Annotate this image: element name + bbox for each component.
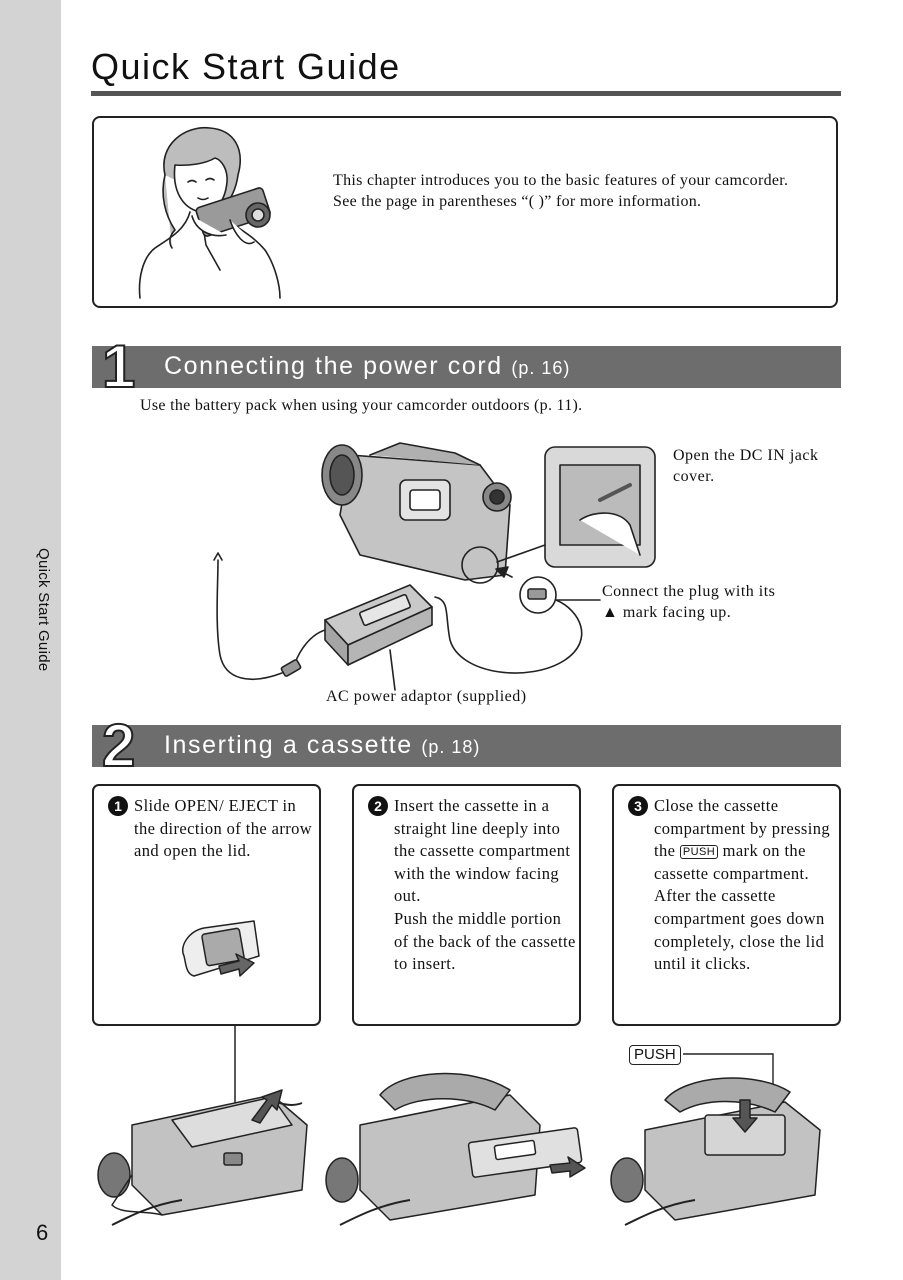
step-3-badge: 3 [628, 796, 648, 816]
step-3-text-before: Close the cassette compartment by pressi… [654, 796, 830, 861]
callout-adaptor: AC power adaptor (supplied) [326, 688, 527, 705]
step-1-badge: 1 [108, 796, 128, 816]
intro-text: This chapter introduces you to the basic… [333, 172, 789, 210]
page-number: 6 [36, 1220, 49, 1245]
camcorder-power-illustration [213, 442, 656, 691]
step-2-text: Insert the cassette in a straight line d… [394, 796, 576, 974]
open-eject-slider-illustration [182, 920, 260, 977]
step-2-box: 2 Insert the cassette in a straight line… [352, 784, 581, 1026]
camcorder-close-compartment-illustration [610, 1077, 821, 1226]
step-3-text-after: mark on the cassette compartment. After … [654, 841, 825, 974]
section-2-header: 2 Inserting a cassette (p. 18) [92, 711, 841, 780]
camcorder-open-lid-illustration [97, 1025, 308, 1226]
step-3-text: Close the cassette compartment by pressi… [654, 795, 839, 976]
section-1-title-text: Connecting the power cord [164, 352, 503, 380]
camcorder-insert-cassette-illustration [325, 1072, 586, 1226]
side-label-text: Quick Start Guide [35, 548, 52, 672]
step-1-box: 1 Slide OPEN/ EJECT in the direction of … [92, 784, 321, 1026]
woman-filming-illustration [138, 126, 281, 299]
page-title: Quick Start Guide [91, 46, 401, 87]
callout-plug: Connect the plug with its ▲ mark facing … [602, 583, 776, 621]
section-1-header: 1 Connecting the power cord (p. 16) [92, 332, 841, 401]
side-strip [0, 0, 61, 1280]
intro-box [92, 116, 838, 308]
callout-dc-in: Open the DC IN jack cover. [673, 447, 819, 485]
section-1-note: Use the battery pack when using your cam… [140, 397, 583, 414]
step-1-text: Slide OPEN/ EJECT in the direction of th… [134, 796, 313, 861]
push-mark-label: PUSH [679, 845, 719, 860]
push-callout: PUSH [629, 1045, 681, 1065]
section-1-title: Connecting the power cord (p. 16) [164, 352, 570, 381]
section-2-title-text: Inserting a cassette [164, 731, 413, 759]
title-rule [91, 91, 841, 96]
side-label: Quick Start Guide [34, 548, 54, 693]
section-1-number: 1 [101, 332, 136, 401]
section-1-page-ref: (p. 16) [511, 358, 571, 378]
step-2-badge: 2 [368, 796, 388, 816]
section-2-number: 2 [101, 711, 136, 780]
section-2-page-ref: (p. 18) [421, 737, 481, 757]
section-2-title: Inserting a cassette (p. 18) [164, 731, 480, 760]
step-3-box: 3 Close the cassette compartment by pres… [612, 784, 841, 1026]
